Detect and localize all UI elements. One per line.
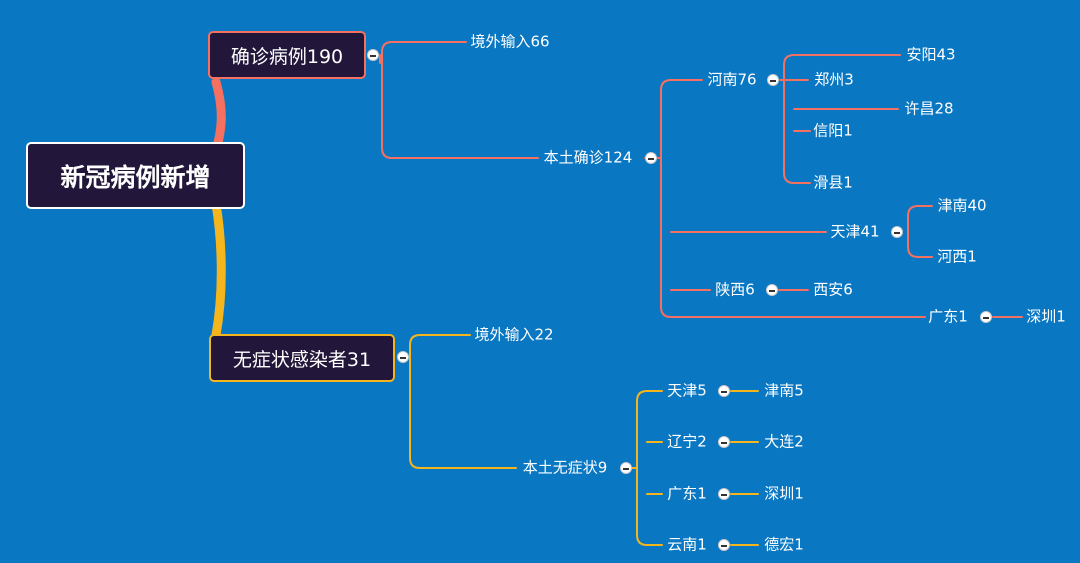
- confirmed-imported-label[interactable]: 境外输入66: [470, 32, 550, 51]
- tianjin-jinnan-label[interactable]: 津南40: [937, 196, 987, 215]
- asym-liaoning-label[interactable]: 辽宁2: [667, 432, 707, 451]
- asymptomatic-node[interactable]: 无症状感染者31: [209, 334, 395, 382]
- branch-bracket: [381, 41, 393, 159]
- asym-guangdong-label[interactable]: 广东1: [667, 484, 707, 503]
- henan-label[interactable]: 河南76: [707, 70, 757, 89]
- shaanxi-label[interactable]: 陕西6: [715, 280, 755, 299]
- asym-local-label[interactable]: 本土无症状9: [522, 458, 608, 477]
- guangdong-label[interactable]: 广东1: [928, 307, 968, 326]
- root-trunk-asymptomatic: [211, 199, 226, 340]
- confirmed-node[interactable]: 确诊病例190: [208, 31, 366, 79]
- guangdong-shenzhen-label[interactable]: 深圳1: [1026, 307, 1066, 326]
- henan-zhengzhou-label[interactable]: 郑州3: [814, 70, 854, 89]
- collapse-toggle-icon[interactable]: [980, 311, 992, 323]
- collapse-toggle-icon[interactable]: [645, 152, 657, 164]
- collapse-toggle-icon[interactable]: [718, 385, 730, 397]
- branch-bracket: [783, 54, 795, 184]
- henan-anyang-label[interactable]: 安阳43: [906, 45, 956, 64]
- asym-liaoning-dalian-label[interactable]: 大连2: [764, 432, 804, 451]
- root-node[interactable]: 新冠病例新增: [26, 142, 245, 209]
- root-trunk-confirmed: [211, 77, 226, 155]
- asym-imported-label[interactable]: 境外输入22: [474, 325, 554, 344]
- collapse-toggle-icon[interactable]: [367, 49, 379, 61]
- branch-bracket: [660, 79, 672, 318]
- tianjin-hexi-label[interactable]: 河西1: [937, 247, 977, 266]
- branch-bracket: [907, 205, 919, 258]
- branch-bracket: [636, 390, 648, 546]
- collapse-toggle-icon[interactable]: [620, 462, 632, 474]
- collapse-toggle-icon[interactable]: [718, 436, 730, 448]
- collapse-toggle-icon[interactable]: [766, 284, 778, 296]
- asym-tianjin-label[interactable]: 天津5: [667, 381, 707, 400]
- collapse-toggle-icon[interactable]: [891, 226, 903, 238]
- shaanxi-xian-label[interactable]: 西安6: [813, 280, 853, 299]
- confirmed-local-label[interactable]: 本土确诊124: [543, 148, 633, 167]
- tianjin-label[interactable]: 天津41: [830, 222, 880, 241]
- asym-tianjin-jinnan-label[interactable]: 津南5: [764, 381, 804, 400]
- collapse-toggle-icon[interactable]: [397, 351, 409, 363]
- henan-xuchang-label[interactable]: 许昌28: [904, 99, 954, 118]
- collapse-toggle-icon[interactable]: [718, 539, 730, 551]
- asym-guangdong-shenzhen-label[interactable]: 深圳1: [764, 484, 804, 503]
- henan-xinyang-label[interactable]: 信阳1: [813, 121, 853, 140]
- branch-bracket: [409, 334, 421, 469]
- asym-yunnan-label[interactable]: 云南1: [667, 535, 707, 554]
- collapse-toggle-icon[interactable]: [718, 488, 730, 500]
- collapse-toggle-icon[interactable]: [767, 74, 779, 86]
- asym-yunnan-dehong-label[interactable]: 德宏1: [764, 535, 804, 554]
- henan-huaxian-label[interactable]: 滑县1: [813, 173, 853, 192]
